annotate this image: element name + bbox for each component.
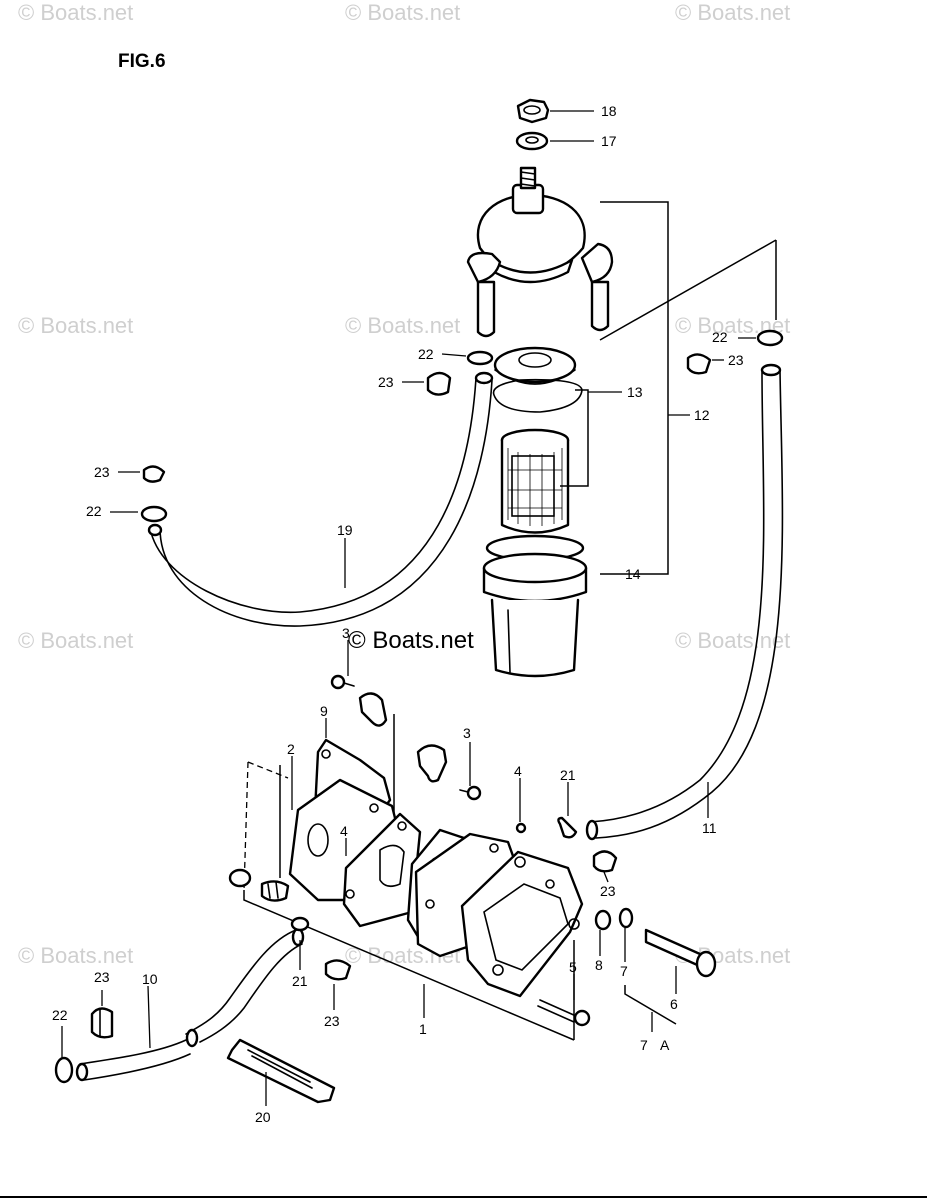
part-label: 4 [340, 823, 348, 839]
watermark: © Boats.net [18, 313, 133, 338]
part-label: 23 [94, 969, 110, 985]
part-label: 4 [514, 763, 522, 779]
screw-3 [459, 785, 482, 801]
part-label: 14 [625, 566, 641, 582]
clip-21 [290, 916, 310, 932]
part-label: 23 [728, 352, 744, 368]
part-label: 7 [620, 963, 628, 979]
part-label: 23 [94, 464, 110, 480]
part-label: 8 [595, 957, 603, 973]
watermark: © Boats.net [18, 628, 133, 653]
part-label: 5 [569, 959, 577, 975]
part-label: 3 [342, 625, 350, 641]
clamp-23 [90, 1007, 114, 1039]
strap-20 [226, 1038, 336, 1104]
part-label: 12 [694, 407, 710, 423]
clamp-23 [426, 371, 452, 396]
watermark: © Boats.net [675, 0, 790, 25]
part-label: 21 [292, 973, 308, 989]
check-valve [358, 692, 388, 727]
center-watermark: © Boats.net [348, 627, 474, 654]
watermark: © Boats.net [18, 0, 133, 25]
seal-ring [493, 346, 577, 385]
nut-18 [516, 98, 550, 124]
watermark-layer: © Boats.net © Boats.net © Boats.net © Bo… [18, 0, 790, 968]
part-label: 23 [600, 883, 616, 899]
hose-end-fitting [228, 868, 252, 888]
clamp-23 [142, 465, 166, 483]
clamp-23 [686, 353, 712, 375]
part-label: 7 [640, 1037, 648, 1053]
part-label: 3 [463, 725, 471, 741]
pump-cover-front [460, 850, 584, 998]
watermark: © Boats.net [345, 313, 460, 338]
part-label: 11 [702, 820, 717, 836]
part-label: 22 [86, 503, 102, 519]
watermark: © Boats.net [345, 0, 460, 25]
part-label: 20 [255, 1109, 271, 1125]
clamp-23 [592, 850, 618, 873]
hose-11 [585, 363, 784, 841]
washer-8 [594, 909, 612, 931]
part-label: 1 [419, 1021, 427, 1037]
washer-7 [618, 907, 634, 929]
bolt-6 [644, 928, 717, 978]
washer-17 [515, 131, 549, 151]
clip-22 [466, 350, 494, 366]
clip-22 [54, 1056, 74, 1084]
filter-cup [482, 534, 588, 678]
clip-22 [140, 505, 168, 523]
part-label: 17 [601, 133, 617, 149]
figure-label: FIG.6 [118, 51, 166, 72]
hose-19 [147, 371, 494, 627]
part-label: 13 [627, 384, 643, 400]
part-label: 19 [337, 522, 353, 538]
screw-4 [515, 822, 527, 834]
part-label: 10 [142, 971, 158, 987]
part-label: A [660, 1037, 670, 1053]
part-label: 18 [601, 103, 617, 119]
part-label: 2 [287, 741, 295, 757]
clip-21 [557, 816, 578, 839]
part-label: 9 [320, 703, 328, 719]
clip-22 [756, 329, 784, 347]
hose-10 [75, 927, 305, 1082]
filter-element [500, 428, 570, 534]
screw-3 [330, 674, 355, 690]
part-label: 22 [712, 329, 728, 345]
clamp-23 [260, 880, 290, 902]
watermark: © Boats.net [675, 628, 790, 653]
part-label: 6 [670, 996, 678, 1012]
part-label: 22 [418, 346, 434, 362]
part-label: 23 [324, 1013, 340, 1029]
filter-head [466, 166, 614, 338]
watermark: © Boats.net [18, 943, 133, 968]
part-label: 23 [378, 374, 394, 390]
screw-5 [537, 999, 591, 1027]
part-label: 22 [52, 1007, 68, 1023]
check-valve [416, 744, 448, 783]
clamp-23 [324, 959, 352, 981]
part-label: 21 [560, 767, 576, 783]
